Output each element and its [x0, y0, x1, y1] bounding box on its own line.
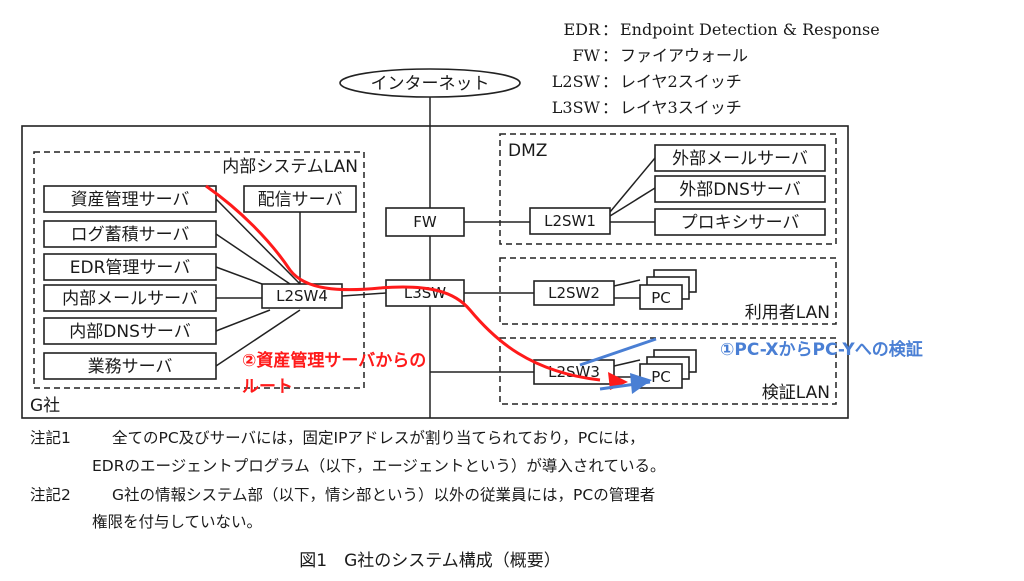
- note-label: 注記2: [30, 486, 71, 504]
- dmz-server-box: プロキシサーバ: [654, 208, 826, 236]
- verify-lan-frame: [499, 337, 837, 405]
- figure-caption: 図1 G社のシステム構成（概要）: [299, 551, 560, 571]
- red-annotation-line1: ②資産管理サーバからの: [242, 350, 426, 371]
- svg-text:L2SW4: L2SW4: [276, 287, 328, 305]
- note-line: 権限を付与していない。: [92, 513, 262, 531]
- internet-label: インターネット: [371, 74, 490, 94]
- legend-desc-l2sw: レイヤ2スイッチ: [620, 72, 742, 91]
- server-box: ログ蓄積サーバ: [43, 220, 217, 248]
- l2sw2-box: L2SW2: [533, 280, 615, 306]
- server-label: EDR管理サーバ: [70, 258, 190, 278]
- legend-abbr-l2sw: L2SW: [552, 72, 601, 91]
- legend-desc-fw: ファイアウォール: [620, 46, 748, 65]
- blue-arrowhead: [630, 373, 652, 394]
- red-arrowhead: [608, 372, 628, 390]
- server-label: ログ蓄積サーバ: [71, 225, 190, 245]
- svg-text:外部DNSサーバ: 外部DNSサーバ: [679, 180, 800, 200]
- legend: EDR ： Endpoint Detection & Response FW ：…: [552, 20, 880, 117]
- fw-box: FW: [385, 207, 465, 237]
- server-label: 業務サーバ: [88, 357, 173, 377]
- notes: 注記1 全てのPC及びサーバには，固定IPアドレスが割り当てられており，PCには…: [30, 429, 665, 531]
- legend-desc-l3sw: レイヤ3スイッチ: [620, 98, 742, 117]
- user-lan-frame: [499, 257, 837, 325]
- legend-sep-l2sw: ：: [602, 72, 618, 91]
- internal-lan-frame: [33, 151, 365, 389]
- server-box: 内部メールサーバ: [43, 284, 217, 312]
- dmz-server-box: 外部メールサーバ: [654, 144, 826, 172]
- internal-links: [215, 198, 387, 367]
- legend-desc-edr: Endpoint Detection & Response: [620, 20, 880, 39]
- server-box: 内部DNSサーバ: [43, 317, 217, 345]
- svg-text:配信サーバ: 配信サーバ: [258, 190, 343, 210]
- blue-route-line: [579, 337, 657, 367]
- delivery-server-box: 配信サーバ: [243, 185, 357, 213]
- pc-label: PC: [651, 368, 671, 386]
- dmz-links: [609, 157, 656, 223]
- legend-sep-l3sw: ：: [602, 98, 618, 117]
- user-lan-label: 利用者LAN: [745, 303, 830, 323]
- svg-text:プロキシサーバ: プロキシサーバ: [681, 213, 800, 233]
- pc-label: PC: [651, 289, 671, 307]
- red-route-line: [205, 184, 601, 382]
- server-label: 資産管理サーバ: [71, 190, 190, 210]
- verify-lan-label: 検証LAN: [762, 383, 830, 403]
- note-label: 注記1: [30, 429, 71, 447]
- legend-abbr-l3sw: L3SW: [552, 98, 601, 117]
- legend-abbr-edr: EDR: [563, 20, 601, 39]
- note-line: 全てのPC及びサーバには，固定IPアドレスが割り当てられており，PCには，: [112, 429, 645, 447]
- l3sw-box: L3SW: [385, 279, 465, 307]
- note-line: G社の情報システム部（以下，情シ部という）以外の従業員には，PCの管理者: [112, 486, 655, 504]
- verify-pc-stack: PC: [613, 349, 697, 389]
- legend-abbr-fw: FW: [572, 46, 600, 65]
- svg-text:FW: FW: [413, 213, 437, 231]
- dmz-frame: [499, 133, 837, 245]
- server-box: EDR管理サーバ: [43, 253, 217, 281]
- legend-sep-fw: ：: [602, 46, 618, 65]
- dmz-server-box: 外部DNSサーバ: [654, 175, 826, 203]
- server-box: 業務サーバ: [43, 352, 217, 380]
- user-pc-stack: PC: [613, 269, 697, 310]
- svg-text:L2SW1: L2SW1: [544, 212, 596, 230]
- company-label: G社: [30, 396, 60, 416]
- server-label: 内部DNSサーバ: [69, 322, 190, 342]
- svg-text:外部メールサーバ: 外部メールサーバ: [672, 149, 808, 169]
- svg-text:L2SW3: L2SW3: [548, 363, 600, 381]
- l2sw3-box: L2SW3: [533, 359, 615, 385]
- svg-text:L2SW2: L2SW2: [548, 284, 600, 302]
- l2sw1-box: L2SW1: [529, 207, 611, 235]
- server-label: 内部メールサーバ: [62, 289, 198, 309]
- note-line: EDRのエージェントプログラム（以下，エージェントという）が導入されている。: [92, 457, 665, 475]
- legend-sep-edr: ：: [602, 20, 618, 39]
- company-frame: [21, 125, 849, 419]
- red-annotation-line2: ルート: [242, 377, 293, 397]
- dmz-label: DMZ: [508, 141, 547, 161]
- blue-annotation: ①PC-XからPC-Yへの検証: [720, 339, 923, 360]
- internal-lan-label: 内部システムLAN: [222, 157, 358, 177]
- server-box: 資産管理サーバ: [43, 185, 217, 213]
